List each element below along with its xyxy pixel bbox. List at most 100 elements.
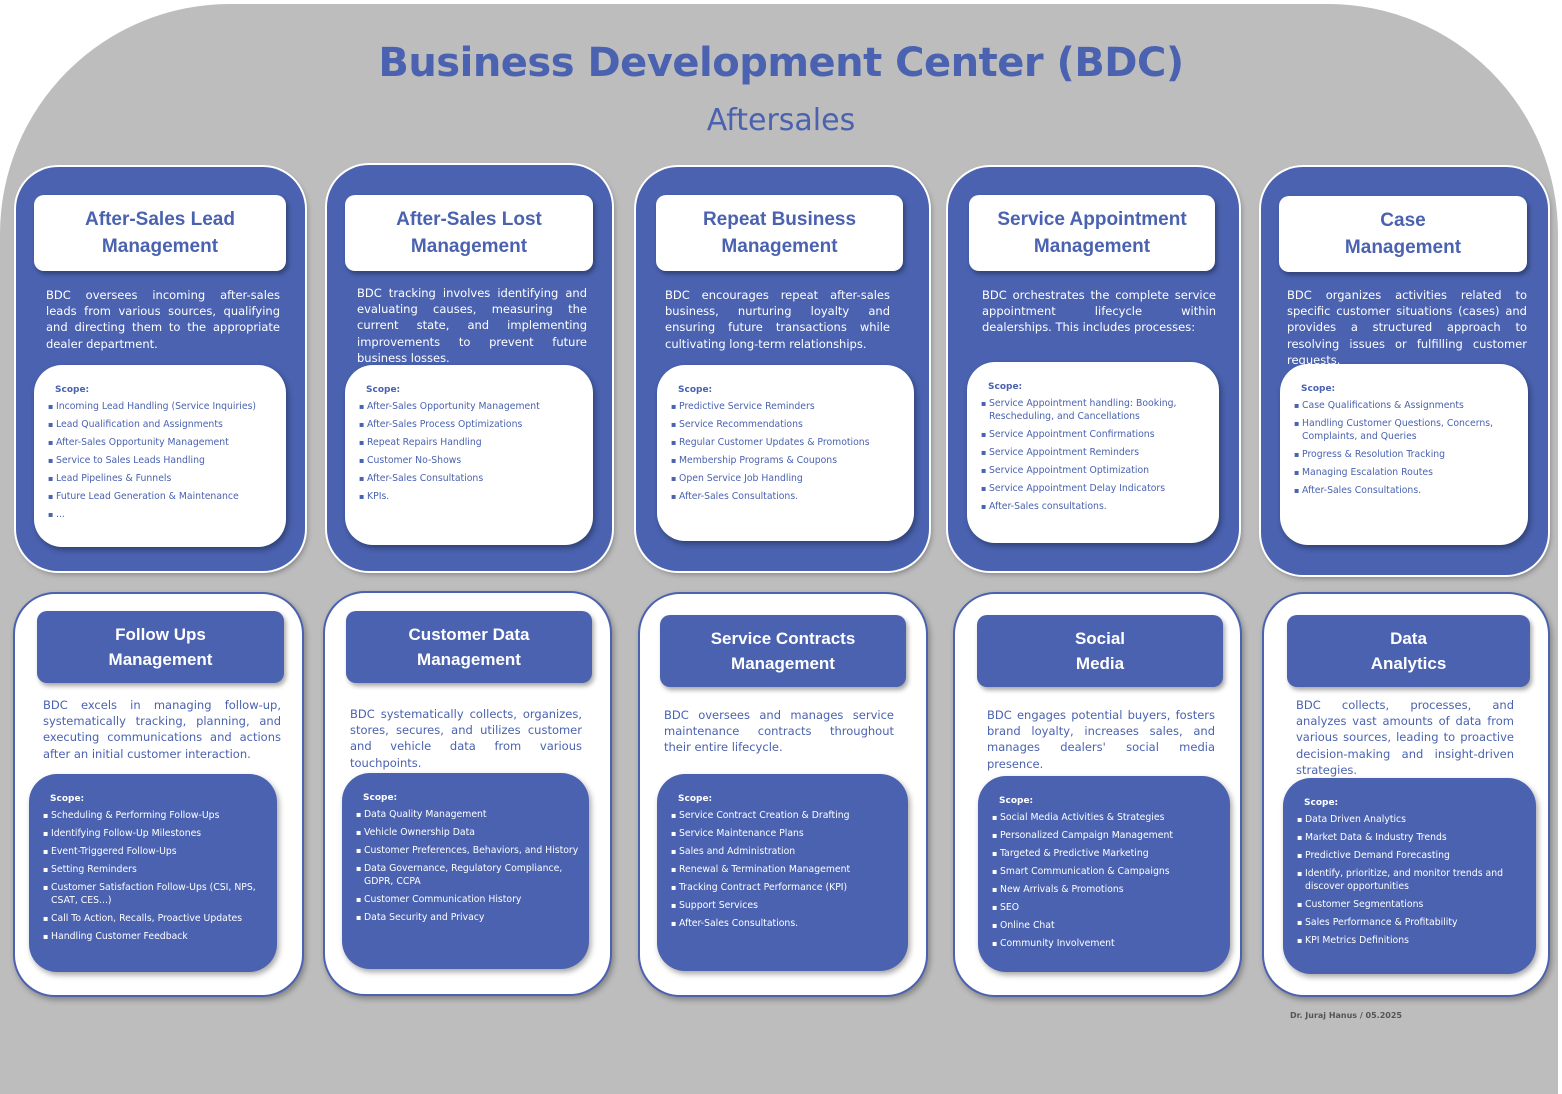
card-title: After-Sales Lead Management xyxy=(34,195,286,271)
scope-item: Lead Pipelines & Funnels xyxy=(48,473,276,486)
scope-item: Smart Communication & Campaigns xyxy=(992,866,1220,879)
scope-label: Scope: xyxy=(678,794,713,804)
scope-list: Data Driven AnalyticsMarket Data & Indus… xyxy=(1297,814,1526,947)
card-description: BDC oversees incoming after-sales leads … xyxy=(46,288,280,351)
scope-item: Service Contract Creation & Drafting xyxy=(671,810,898,823)
scope-item: Targeted & Predictive Marketing xyxy=(992,848,1220,861)
scope-list: After-Sales Opportunity ManagementAfter-… xyxy=(359,401,583,504)
scope-list: Incoming Lead Handling (Service Inquirie… xyxy=(48,401,276,522)
scope-box: Scope:Case Qualifications & AssignmentsH… xyxy=(1280,364,1528,545)
scope-box: Scope: Service Appointment handling: Book… xyxy=(967,362,1219,543)
scope-item: Customer Communication History xyxy=(356,894,579,907)
scope-item: Service Appointment Optimization xyxy=(981,465,1209,478)
scope-item: Service Recommendations xyxy=(671,419,904,432)
scope-item: After-Sales Consultations. xyxy=(671,918,898,931)
scope-item: Support Services xyxy=(671,900,898,913)
scope-box: Scope: Data Quality ManagementVehicle Own… xyxy=(342,773,589,969)
scope-item: Progress & Resolution Tracking xyxy=(1294,449,1518,462)
scope-item: After-Sales Consultations xyxy=(359,473,583,486)
scope-item: Case Qualifications & Assignments xyxy=(1294,400,1518,413)
scope-item: Membership Programs & Coupons xyxy=(671,455,904,468)
card-description: BDC orchestrates the complete service ap… xyxy=(982,288,1216,335)
scope-item: Handling Customer Feedback xyxy=(43,931,267,944)
scope-item: Predictive Service Reminders xyxy=(671,401,904,414)
scope-item: Regular Customer Updates & Promotions xyxy=(671,437,904,450)
scope-item: Tracking Contract Performance (KPI) xyxy=(671,882,898,895)
scope-item: Customer Satisfaction Follow-Ups (CSI, N… xyxy=(43,882,267,907)
scope-item: Data Quality Management xyxy=(356,809,579,822)
scope-item: Service Appointment Confirmations xyxy=(981,429,1209,442)
scope-item: After-Sales consultations. xyxy=(981,501,1209,514)
scope-label: Scope: xyxy=(363,793,398,803)
scope-item: Predictive Demand Forecasting xyxy=(1297,850,1526,863)
card-title: Social Media xyxy=(977,615,1223,687)
scope-item: Lead Qualification and Assignments xyxy=(48,419,276,432)
scope-item: Identifying Follow-Up Milestones xyxy=(43,828,267,841)
card-description: BDC oversees and manages service mainten… xyxy=(664,708,894,755)
scope-item: Setting Reminders xyxy=(43,864,267,877)
scope-item: Sales and Administration xyxy=(671,846,898,859)
scope-item: Vehicle Ownership Data xyxy=(356,827,579,840)
scope-item: Service Appointment Reminders xyxy=(981,447,1209,460)
card-title: Follow Ups Management xyxy=(37,611,284,683)
scope-item: After-Sales Process Optimizations xyxy=(359,419,583,432)
page-subtitle: Aftersales xyxy=(706,103,856,138)
scope-box: Scope: Service Contract Creation & Drafti… xyxy=(657,774,908,971)
card-title: Service Contracts Management xyxy=(660,615,906,687)
scope-item: Customer Preferences, Behaviors, and His… xyxy=(356,845,579,858)
card-title: Data Analytics xyxy=(1287,615,1530,687)
scope-box: Scope: Scheduling & Performing Follow-Ups… xyxy=(29,774,277,972)
scope-label: Scope: xyxy=(366,385,401,395)
scope-item: Data Driven Analytics xyxy=(1297,814,1526,827)
scope-item: KPIs. xyxy=(359,491,583,504)
scope-list: Case Qualifications & AssignmentsHandlin… xyxy=(1294,400,1518,497)
card-title: Case Management xyxy=(1279,196,1527,272)
scope-label: Scope: xyxy=(678,385,713,395)
scope-item: Scheduling & Performing Follow-Ups xyxy=(43,810,267,823)
card-title: After-Sales Lost Management xyxy=(345,195,593,271)
scope-list: Predictive Service RemindersService Reco… xyxy=(671,401,904,504)
scope-item: Renewal & Termination Management xyxy=(671,864,898,877)
scope-item: Data Governance, Regulatory Compliance, … xyxy=(356,863,579,888)
scope-list: Data Quality ManagementVehicle Ownership… xyxy=(356,809,579,924)
scope-item: Managing Escalation Routes xyxy=(1294,467,1518,480)
scope-item: Personalized Campaign Management xyxy=(992,830,1220,843)
card-description: BDC collects, processes, and analyzes va… xyxy=(1296,698,1514,777)
scope-item: Repeat Repairs Handling xyxy=(359,437,583,450)
card-description: BDC tracking involves identifying and ev… xyxy=(357,286,587,365)
scope-label: Scope: xyxy=(1304,798,1339,808)
scope-item: Event-Triggered Follow-Ups xyxy=(43,846,267,859)
page-title: Business Development Center (BDC) xyxy=(378,40,1184,86)
scope-label: Scope: xyxy=(988,382,1023,392)
scope-item: After-Sales Consultations. xyxy=(671,491,904,504)
card-description: BDC engages potential buyers, fosters br… xyxy=(987,708,1215,771)
scope-list: Service Contract Creation & DraftingServ… xyxy=(671,810,898,931)
scope-item: Call To Action, Recalls, Proactive Updat… xyxy=(43,913,267,926)
scope-item: After-Sales Opportunity Management xyxy=(359,401,583,414)
scope-box: Scope:Social Media Activities & Strategi… xyxy=(978,776,1230,972)
scope-item: ... xyxy=(48,509,276,522)
scope-label: Scope: xyxy=(50,794,85,804)
card-title: Repeat Business Management xyxy=(656,195,903,271)
card-description: BDC excels in managing follow-up, system… xyxy=(43,698,281,761)
scope-list: Service Appointment handling: Booking, R… xyxy=(981,398,1209,513)
card-title: Customer Data Management xyxy=(346,611,592,683)
scope-item: Customer No-Shows xyxy=(359,455,583,468)
scope-item: After-Sales Consultations. xyxy=(1294,485,1518,498)
scope-item: Online Chat xyxy=(992,920,1220,933)
scope-list: Social Media Activities & StrategiesPers… xyxy=(992,812,1220,951)
scope-box: Scope: Data Driven AnalyticsMarket Data &… xyxy=(1283,778,1536,974)
scope-item: Service to Sales Leads Handling xyxy=(48,455,276,468)
scope-item: After-Sales Opportunity Management xyxy=(48,437,276,450)
scope-item: SEO xyxy=(992,902,1220,915)
scope-box: Scope:Incoming Lead Handling (Service In… xyxy=(34,365,286,547)
scope-list: Scheduling & Performing Follow-UpsIdenti… xyxy=(43,810,267,943)
